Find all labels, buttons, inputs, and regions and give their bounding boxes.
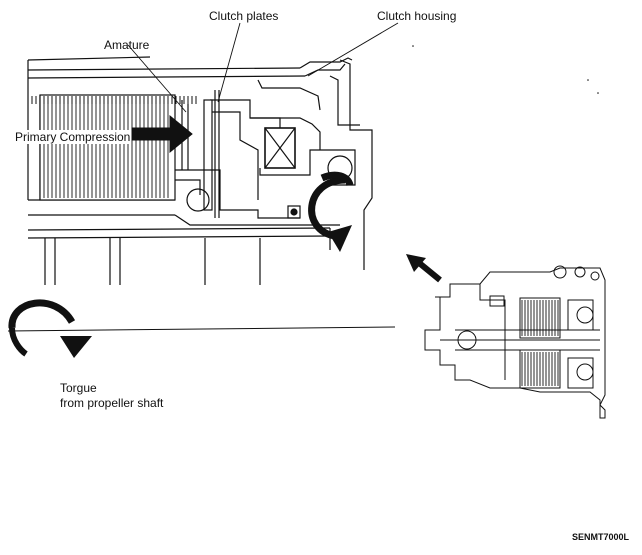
- clutch-plates-label: Clutch plates: [209, 9, 279, 23]
- pointer-arrow: [406, 254, 442, 283]
- specks: [412, 45, 599, 94]
- rotation-arrow-main: [308, 171, 354, 252]
- main-cross-section: [27, 56, 373, 285]
- inset-assembly: [424, 265, 606, 419]
- leader-lines: [127, 22, 399, 113]
- torque-label-line2: from propeller shaft: [60, 396, 164, 410]
- inset-clutch-plates: [521, 300, 559, 386]
- shaft-centerline: [7, 326, 396, 332]
- figure-code: SENMT7000L: [572, 532, 630, 542]
- primary-compression-arrow: [131, 114, 193, 154]
- torque-label-line1: Torgue: [60, 381, 97, 395]
- clutch-housing-label: Clutch housing: [377, 9, 457, 23]
- spline-hatching: [43, 102, 169, 198]
- primary-compression-label: Primary Compression: [15, 130, 131, 144]
- torque-arrow: [8, 299, 92, 358]
- armature-label: Amature: [104, 38, 150, 52]
- gear-teeth: [31, 96, 197, 104]
